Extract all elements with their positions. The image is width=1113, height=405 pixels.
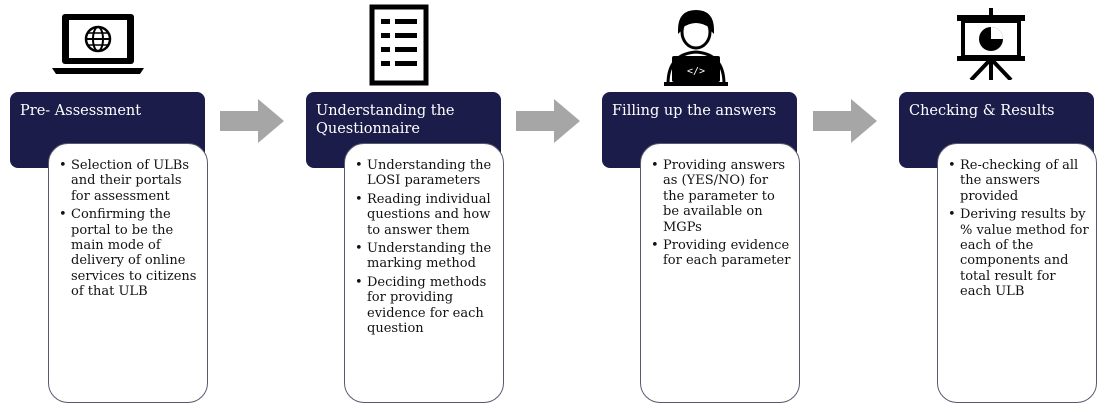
bullet-item: Deriving results by % value method for e… (948, 207, 1090, 299)
bullet-item: Confirming the portal to be the main mod… (59, 207, 201, 299)
person-laptop-code-icon: </> (664, 10, 728, 86)
step-card: Providing answers as (YES/NO) for the pa… (640, 143, 800, 403)
step-understanding-questionnaire: Understanding the Questionnaire Understa… (306, 0, 516, 405)
bullet-item: Deciding methods for providing evidence … (355, 275, 497, 337)
bullet-item: Providing answers as (YES/NO) for the pa… (651, 158, 793, 235)
right-arrow-icon (813, 99, 877, 143)
step-checking-results: Checking & Results Re-checking of all th… (899, 0, 1109, 405)
right-arrow-icon (516, 99, 580, 143)
bullet-item: Selection of ULBs and their portals for … (59, 158, 201, 204)
bullet-list: Selection of ULBs and their portals for … (59, 158, 201, 300)
step-card: Re-checking of all the answers provided … (937, 143, 1097, 403)
svg-text:</>: </> (687, 66, 705, 77)
bullet-item: Understanding the marking method (355, 241, 497, 272)
bullet-list: Providing answers as (YES/NO) for the pa… (651, 158, 793, 269)
bullet-item: Understanding the LOSI parameters (355, 158, 497, 189)
bullet-list: Understanding the LOSI parameters Readin… (355, 158, 497, 336)
right-arrow-icon (220, 99, 284, 143)
laptop-globe-icon (52, 14, 144, 74)
checklist-icon (369, 4, 429, 86)
bullet-item: Providing evidence for each parameter (651, 238, 793, 269)
step-filling-answers: </> Filling up the answers Providing ans… (602, 0, 812, 405)
bullet-item: Reading individual questions and how to … (355, 192, 497, 238)
bullet-item: Re-checking of all the answers provided (948, 158, 1090, 204)
step-card: Understanding the LOSI parameters Readin… (344, 143, 504, 403)
step-pre-assessment: Pre- Assessment Selection of ULBs and th… (10, 0, 220, 405)
bullet-list: Re-checking of all the answers provided … (948, 158, 1090, 300)
step-card: Selection of ULBs and their portals for … (48, 143, 208, 403)
presentation-pie-chart-icon (957, 8, 1025, 80)
